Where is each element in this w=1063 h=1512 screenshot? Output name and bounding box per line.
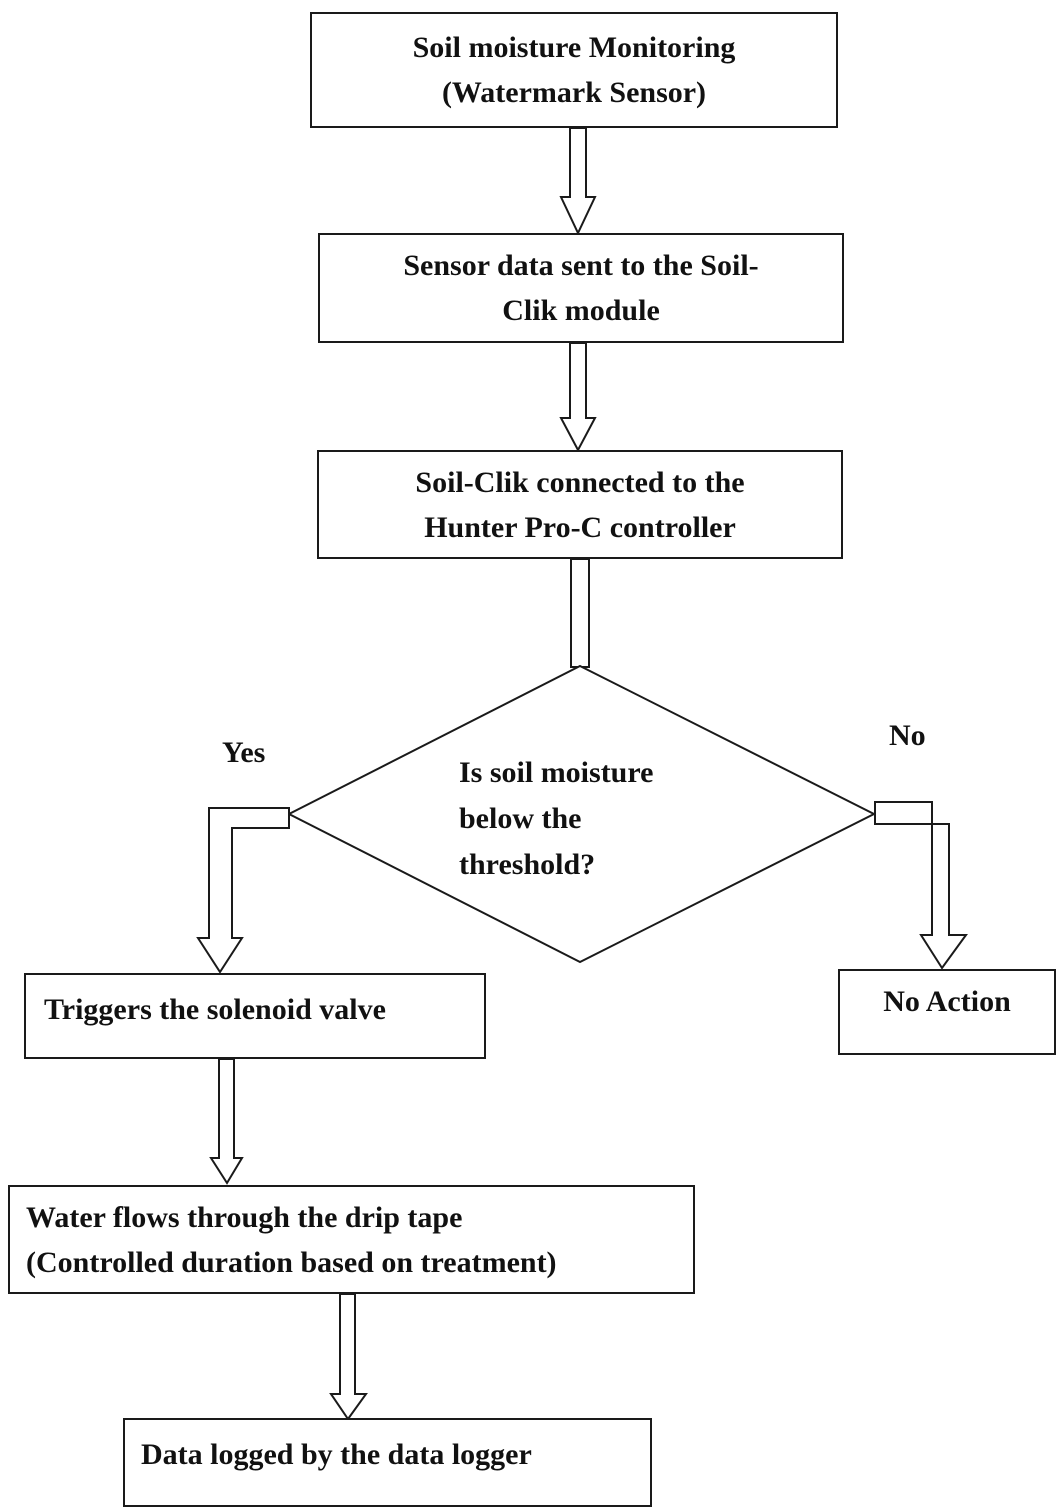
node-text: (Controlled duration based on treatment)	[26, 1245, 557, 1279]
node-water-flows: Water flows through the drip tape (Contr…	[8, 1185, 695, 1294]
node-sensor-data-sent: Sensor data sent to the Soil- Clik modul…	[318, 233, 844, 343]
arrow-water-flows-to-data-logged	[329, 1293, 368, 1421]
node-text: Data logged by the data logger	[141, 1438, 532, 1471]
node-text: Sensor data sent to the Soil-	[403, 249, 759, 282]
decision-text: Is soil moisture below the threshold?	[459, 750, 653, 888]
arrow-yes-to-triggers	[196, 807, 290, 974]
decision-text-line: below the	[459, 802, 582, 835]
node-data-logged: Data logged by the data logger	[123, 1418, 652, 1507]
node-soil-moisture-monitoring: Soil moisture Monitoring (Watermark Sens…	[310, 12, 838, 128]
connector-connected-to-decision	[570, 558, 590, 668]
node-text: Clik module	[502, 294, 660, 327]
node-text: (Watermark Sensor)	[441, 76, 707, 109]
node-text: No Action	[883, 985, 1011, 1018]
node-text: Hunter Pro-C controller	[424, 510, 736, 544]
node-text: Water flows through the drip tape	[26, 1200, 463, 1234]
node-text: Soil moisture Monitoring	[412, 31, 736, 64]
decision-diamond	[286, 664, 877, 964]
node-text: Soil-Clik connected to the	[415, 465, 745, 499]
no-label: No	[889, 719, 926, 752]
node-text: Triggers the solenoid valve	[44, 993, 386, 1026]
yes-label: Yes	[222, 736, 266, 769]
node-soil-clik-connected: Soil-Clik connected to the Hunter Pro-C …	[317, 450, 843, 559]
arrow-no-to-no-action	[874, 801, 968, 970]
arrow-triggers-to-water-flows	[209, 1058, 244, 1185]
arrow-monitoring-to-sensor-data	[559, 127, 597, 236]
arrow-sensor-data-to-connected	[559, 342, 597, 453]
decision-text-line: threshold?	[459, 848, 596, 881]
node-triggers-solenoid-valve: Triggers the solenoid valve	[24, 973, 486, 1059]
node-no-action: No Action	[838, 969, 1056, 1055]
decision-text-line: Is soil moisture	[459, 756, 654, 789]
